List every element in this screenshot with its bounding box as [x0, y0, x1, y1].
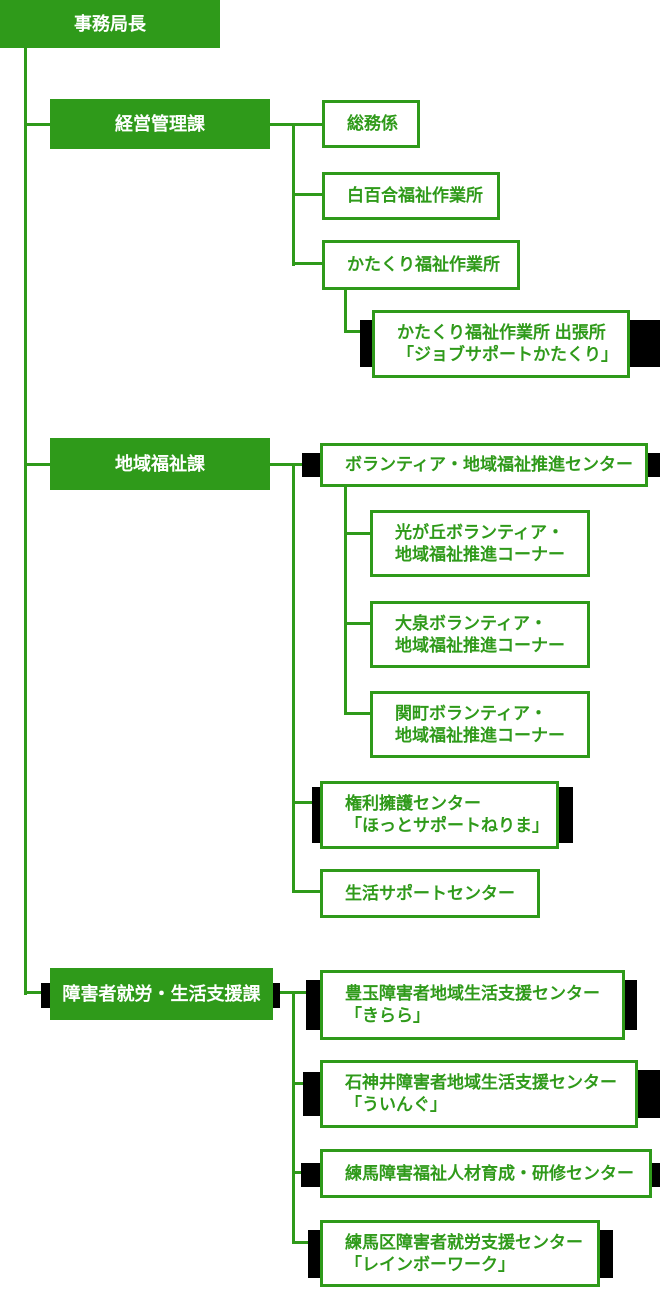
node-label-line2: 地域福祉推進コーナー	[395, 635, 565, 655]
node-label: 石神井障害者地域生活支援センター	[345, 1073, 617, 1092]
org-node-oizumi-corner[interactable]: 大泉ボランティア・ 地域福祉推進コーナー	[370, 601, 590, 668]
connector-branch-shirayuri	[292, 193, 322, 196]
node-label: 地域福祉課	[115, 454, 205, 474]
node-label: かたくり福祉作業所 出張所	[397, 323, 606, 342]
accent-bar-right	[636, 1070, 660, 1118]
connector-branch-chiiki	[24, 463, 52, 466]
node-label: 関町ボランティア・	[395, 703, 547, 723]
accent-bar-right	[271, 983, 280, 1008]
accent-bar-left	[302, 453, 322, 477]
node-label-line2: 地域福祉推進コーナー	[395, 544, 565, 564]
org-node-shogaisha-shuro-seikatsu-shien-ka: 障害者就労・生活支援課	[50, 968, 273, 1020]
connector-branch-shuro	[24, 991, 52, 994]
org-node-keiei-kanri-ka: 経営管理課	[50, 99, 270, 149]
accent-bar-right	[628, 320, 660, 367]
accent-bar-right	[557, 787, 573, 843]
connector-keiei-children	[270, 123, 322, 126]
node-label-line2: 「レインボーワーク」	[345, 1254, 515, 1274]
connector-shuro-children	[273, 991, 320, 994]
org-node-kenri-yogo-center-hotsupport[interactable]: 権利擁護センター 「ほっとサポートねりま」	[320, 781, 559, 849]
connector-branch-rainbow	[292, 1241, 320, 1244]
accent-bar-right	[623, 980, 637, 1030]
node-label: 大泉ボランティア・	[395, 613, 547, 633]
connector-branch-hikarigaoka	[344, 532, 370, 535]
accent-bar-left	[308, 1230, 322, 1278]
node-label-line2: 「ういんぐ」	[345, 1095, 447, 1114]
node-label-line2: 地域福祉推進コーナー	[395, 725, 565, 745]
org-node-jimukyokucho: 事務局長	[0, 0, 220, 48]
connector-branch-kenri	[292, 801, 320, 804]
org-node-katakuri-sagyosho[interactable]: かたくり福祉作業所	[322, 240, 520, 290]
org-node-sekimachi-corner[interactable]: 関町ボランティア・ 地域福祉推進コーナー	[370, 691, 590, 758]
node-label: 生活サポートセンター	[345, 883, 515, 903]
node-label: 練馬区障害者就労支援センター	[345, 1232, 583, 1252]
accent-bar-left	[41, 983, 52, 1008]
accent-bar-right	[598, 1230, 613, 1278]
node-label: 豊玉障害者地域生活支援センター	[345, 984, 600, 1003]
connector-katakuri-down	[344, 290, 347, 333]
org-node-jinzai-ikusei-kenshu-center[interactable]: 練馬障害福祉人材育成・研修センター	[320, 1149, 652, 1198]
org-node-chiiki-fukushi-ka: 地域福祉課	[50, 438, 270, 490]
connector-volunteer-down	[344, 487, 347, 715]
node-label: 事務局長	[74, 14, 146, 34]
node-label: 白百合福祉作業所	[347, 186, 483, 205]
node-label: 権利擁護センター	[345, 794, 481, 813]
org-node-seikatsu-support-center[interactable]: 生活サポートセンター	[320, 869, 540, 918]
connector-chiiki-child-spine	[292, 463, 295, 893]
accent-bar-left	[301, 1163, 322, 1187]
node-label: 総務係	[347, 114, 398, 133]
org-node-toyotama-kirara[interactable]: 豊玉障害者地域生活支援センター 「きらら」	[320, 970, 625, 1040]
node-label-line2: 「ジョブサポートかたくり」	[397, 345, 618, 364]
node-label: かたくり福祉作業所	[347, 255, 500, 274]
connector-branch-oizumi	[344, 622, 370, 625]
connector-branch-keiei	[24, 123, 52, 126]
accent-bar-left	[312, 787, 322, 843]
connector-branch-sekimachi	[344, 712, 370, 715]
org-node-somu-kakari[interactable]: 総務係	[322, 100, 420, 148]
node-label-line2: 「きらら」	[345, 1006, 430, 1025]
connector-branch-katakuri-branch	[344, 330, 372, 333]
accent-bar-left	[303, 1072, 322, 1116]
org-node-shirayuri-sagyosho[interactable]: 白百合福祉作業所	[322, 172, 500, 220]
accent-bar-right	[646, 453, 660, 477]
node-label: 障害者就労・生活支援課	[62, 984, 261, 1004]
connector-main-spine	[24, 48, 27, 995]
connector-branch-katakuri	[292, 262, 322, 265]
org-node-volunteer-suishin-center[interactable]: ボランティア・地域福祉推進センター	[320, 443, 648, 487]
node-label: 経営管理課	[115, 114, 205, 134]
accent-bar-left	[360, 320, 374, 367]
org-node-hikarigaoka-corner[interactable]: 光が丘ボランティア・ 地域福祉推進コーナー	[370, 510, 590, 577]
connector-branch-seikatsu	[292, 890, 320, 893]
node-label: ボランティア・地域福祉推進センター	[345, 455, 633, 474]
node-label-line2: 「ほっとサポートねりま」	[345, 816, 549, 835]
org-node-katakuri-branch-jobsupport[interactable]: かたくり福祉作業所 出張所 「ジョブサポートかたくり」	[372, 310, 630, 378]
connector-shuro-child-spine	[292, 991, 295, 1244]
org-node-shakujii-wing[interactable]: 石神井障害者地域生活支援センター 「ういんぐ」	[320, 1060, 638, 1128]
connector-chiiki-children	[270, 463, 320, 466]
org-node-rainbow-work[interactable]: 練馬区障害者就労支援センター 「レインボーワーク」	[320, 1220, 600, 1287]
node-label: 光が丘ボランティア・	[395, 522, 564, 542]
node-label: 練馬障害福祉人材育成・研修センター	[345, 1163, 634, 1183]
accent-bar-right	[650, 1163, 660, 1187]
accent-bar-left	[306, 980, 322, 1030]
